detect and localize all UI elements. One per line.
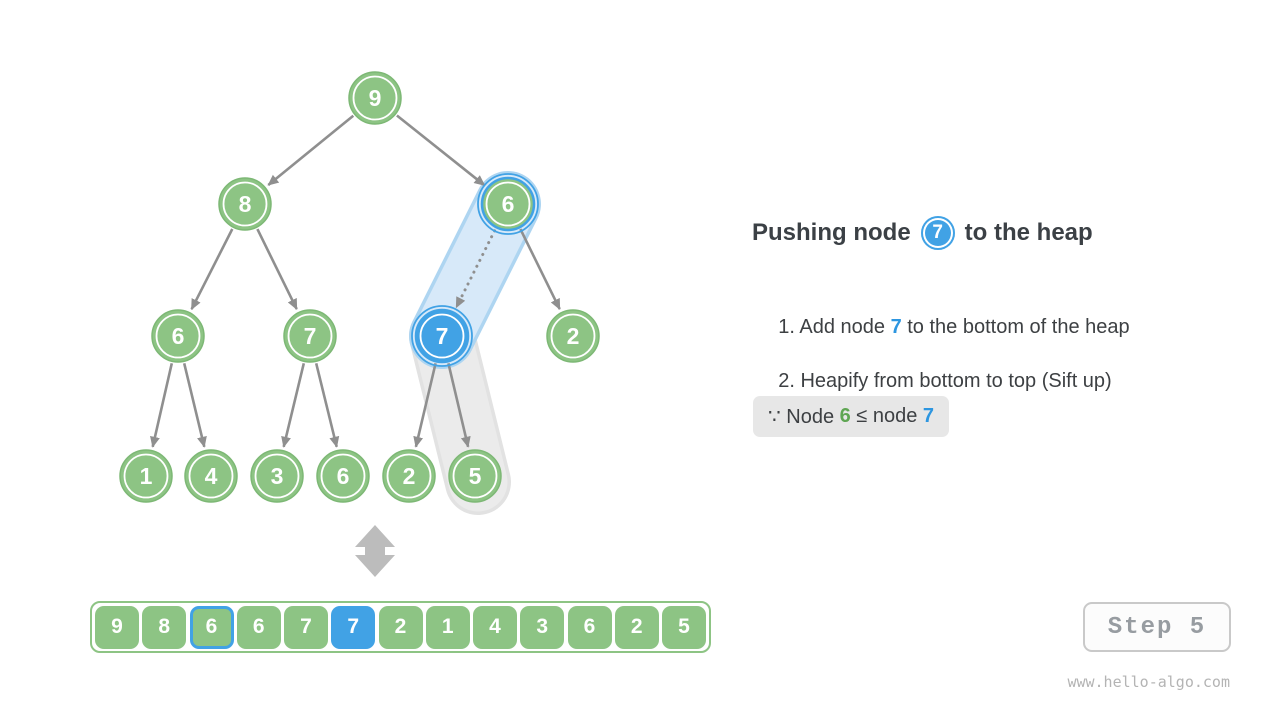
sift-up-dotted-arrow-icon: [454, 229, 497, 309]
array-cell: 1: [425, 605, 470, 649]
tree-node: 1: [119, 449, 173, 503]
tree-node-highlighted-green: 6: [477, 173, 539, 235]
comparison-note: ∵ Node 6 ≤ node 7: [753, 396, 950, 437]
array-cell: 6: [236, 605, 281, 649]
svg-text:8: 8: [239, 191, 252, 217]
svg-text:6: 6: [337, 463, 350, 489]
highlight-value-blue: 7: [890, 316, 902, 338]
array-cell: 7: [284, 605, 328, 649]
tree-node: 4: [184, 449, 238, 503]
tree-node-pushed-blue: 7: [411, 305, 473, 367]
svg-text:9: 9: [369, 85, 382, 111]
tree-node: 6: [316, 449, 370, 503]
svg-text:4: 4: [205, 463, 218, 489]
svg-text:2: 2: [567, 323, 580, 349]
svg-text:6: 6: [172, 323, 185, 349]
heap-tree-canvas: 9 8 6 6 7 7 2 1: [119, 71, 600, 577]
instruction-step-1: 1. Add node 7 to the bottom of the heap: [778, 316, 1130, 338]
array-cell-pushed: 7: [331, 605, 376, 649]
tree-node: 6: [151, 309, 205, 363]
svg-text:7: 7: [436, 323, 449, 349]
array-cell-outlined: 6: [189, 605, 234, 649]
step-counter-button[interactable]: Step 5: [1083, 602, 1231, 652]
svg-text:5: 5: [469, 463, 482, 489]
tree-node: 9: [348, 71, 402, 125]
tree-node: 8: [218, 177, 272, 231]
tree-node: 2: [546, 309, 600, 363]
array-cell: 8: [142, 605, 187, 649]
instruction-step-2: 2. Heapify from bottom to top (Sift up): [778, 370, 1112, 392]
tree-node: 2: [382, 449, 436, 503]
tree-node: 5: [448, 449, 502, 503]
array-cell: 2: [378, 605, 423, 649]
array-cell: 6: [567, 605, 612, 649]
array-cell: 9: [95, 605, 139, 649]
pushed-node-badge: 7: [920, 216, 955, 250]
tree-node: 7: [283, 309, 337, 363]
svg-text:6: 6: [502, 191, 515, 217]
array-cell: 2: [614, 605, 659, 649]
panel-title-suffix: to the heap: [964, 219, 1093, 246]
array-cell: 3: [520, 605, 565, 649]
svg-text:2: 2: [403, 463, 416, 489]
array-cell: 4: [473, 605, 517, 649]
panel-title-prefix: Pushing node: [752, 219, 911, 246]
tree-node: 3: [250, 449, 304, 503]
heap-array: 9 8 6 6 7 7 2 1 4 3 6 2 5: [90, 601, 711, 653]
svg-text:1: 1: [140, 463, 153, 489]
tree-edges: [150, 114, 561, 448]
double-vertical-arrow-icon: [355, 525, 395, 577]
array-cell: 5: [662, 605, 706, 649]
note-green-value: 6: [839, 405, 851, 427]
panel-title: Pushing node 7 to the heap: [752, 211, 1093, 255]
svg-text:7: 7: [304, 323, 317, 349]
website-url: www.hello-algo.com: [1067, 673, 1230, 691]
svg-text:3: 3: [271, 463, 284, 489]
note-blue-value: 7: [922, 405, 935, 427]
